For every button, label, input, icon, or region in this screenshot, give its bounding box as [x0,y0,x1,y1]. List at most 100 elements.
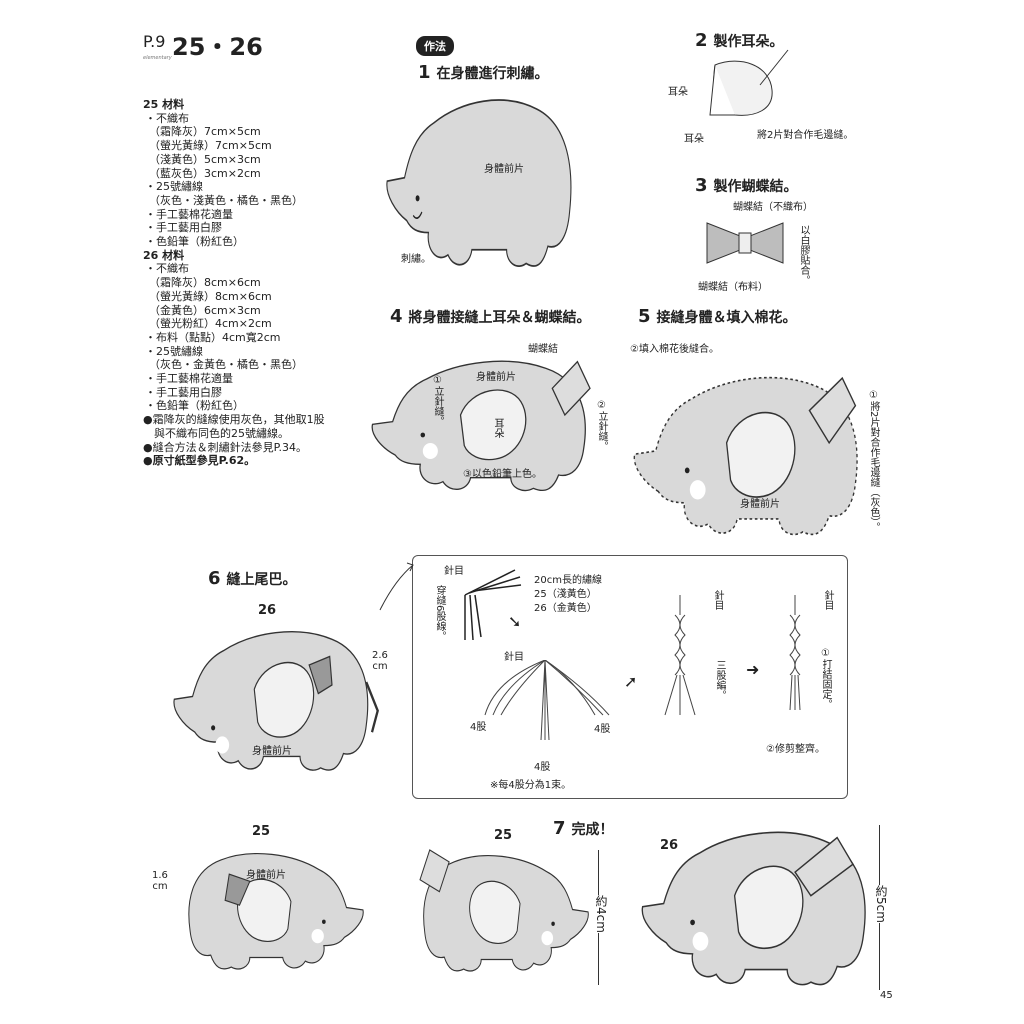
tail-length-value: 2.6 [372,650,388,661]
materials-25-title: 25 材料 [143,98,185,111]
step-text: 縫上尾巴。 [226,572,297,588]
bow-fabric-label: 蝴蝶結（布料） [698,282,768,293]
step-number: 4 [390,306,403,327]
note-line: ●縫合方法＆刺繡針法參見P.34。 [143,440,308,454]
material-line: ・色鉛筆（粉紅色） [145,399,244,413]
needle-label: 針目 [822,590,833,610]
step-number: 5 [638,306,651,327]
four-strands-bottom: 4股 [534,762,551,773]
material-line: ・25號繡線 [145,180,203,194]
stitch-note-1: ①立針縫。 [432,375,443,426]
body-label: 身體前片 [252,746,292,757]
six-strand-note: 穿縫6股線。 [434,585,445,642]
glue-note: 以白膠貼合。 [798,225,809,285]
step-text: 完成！ [571,822,614,838]
step-text: 製作蝴蝶結。 [713,179,798,195]
trim-note: ②修剪整齊。 [766,744,825,755]
material-line: ・手工藝用白膠 [145,221,222,235]
size-5cm: 約5cm [873,885,890,923]
note-line: ●霜降灰的縫線使用灰色，其他取1股 [143,413,325,427]
page-ref: P.9 [143,32,166,51]
thread-length: 20cm長的繡線 [534,575,602,586]
page-title: 25・26 [172,33,263,61]
tail-length-unit: cm [152,881,168,892]
body-label: 身體前片 [246,870,286,881]
material-line: ・手工藝用白膠 [145,385,222,399]
label-25-b: 25 [494,828,513,843]
blanket-stitch-note: 將2片對合作毛邊縫。 [757,130,854,141]
ear-label: 耳朵 [492,418,503,438]
ear-diagram [709,49,789,116]
arrow-icon [379,562,414,611]
material-line: （霜降灰）8cm×6cm [149,276,261,290]
label-26: 26 [660,838,679,853]
page-number: 45 [880,990,893,1001]
embroidery-label: 刺繡。 [401,254,431,265]
bundle-note: ※每4股分為1束。 [490,780,572,791]
thread-bundle [464,569,522,641]
sew-note: ①將2片對合作毛邊縫（灰色）。 [868,390,879,533]
split-strands [484,660,610,741]
step-number: 3 [695,175,708,196]
elephant-26-finished [641,831,866,986]
body-label: 身體前片 [476,372,516,383]
pattern-note: ●原寸紙型參見P.62。 [143,454,256,468]
step-number: 1 [418,62,431,83]
arrow-right-icon: ➜ [746,660,760,679]
step-number: 2 [695,30,708,51]
bow-felt-label: 蝴蝶結（不織布） [733,202,813,213]
material-line: （灰色・金黃色・橘色・黑色） [149,358,303,372]
size-4cm: 約4cm [593,895,610,933]
material-line: ・手工藝棉花適量 [145,207,233,221]
note-line: 與不織布同色的25號繡線。 [154,426,289,440]
step-number: 7 [553,818,566,839]
material-line: ・25號繡線 [145,344,203,358]
elephant-step4 [371,360,591,492]
elephant-25-left [188,853,364,970]
elephant-body-step1 [386,99,572,267]
elephant-25-finished [419,849,589,972]
knotted-braid-diagram [789,595,801,711]
step-6-title: 6 縫上尾巴。 [208,568,297,589]
material-line: （藍灰色）3cm×2cm [149,166,261,180]
elephant-step6 [173,631,379,771]
knot-note: ①打結固定。 [820,648,831,709]
step-text: 接縫身體＆填入棉花。 [656,310,797,326]
material-line: ・色鉛筆（粉紅色） [145,235,244,249]
step-number: 6 [208,568,221,589]
material-line: ・布料（點點）4cm寬2cm [145,330,281,344]
tail-length-unit: cm [372,661,388,672]
braid-diagram [664,595,696,716]
needle-label: 針目 [712,590,723,610]
material-line: （灰色・淺黃色・橘色・黑色） [149,193,303,207]
color-26: 26（金黃色） [534,603,597,614]
label-25-a: 25 [252,824,271,839]
ear-label-1: 耳朵 [668,87,688,98]
material-line: ・不織布 [145,262,189,276]
subtitle: elementary [143,55,172,61]
label-26: 26 [258,603,277,618]
stitch-note-2: ②立針縫。 [596,400,607,451]
step-7-title: 7 完成！ [553,818,614,839]
material-line: （螢光黃綠）7cm×5cm [149,139,272,153]
needle-label: 針目 [444,566,464,577]
material-line: （螢光黃綠）8cm×6cm [149,289,272,303]
arrow-icon: ➚ [624,672,638,691]
bow-label: 蝴蝶結 [528,344,558,355]
materials-26-title: 26 材料 [143,248,185,262]
step-5-title: 5 接縫身體＆填入棉花。 [638,306,797,327]
material-line: ・不織布 [145,111,189,125]
step-text: 製作耳朵。 [713,34,784,50]
step-2-title: 2 製作耳朵。 [695,30,784,51]
method-badge: 作法 [416,36,454,56]
ear-label-2: 耳朵 [684,134,704,145]
bow-diagram [706,222,784,264]
tail-instructions-box [412,555,848,799]
body-label: 身體前片 [740,499,780,510]
material-line: ・手工藝棉花適量 [145,372,233,386]
tail-length-value: 1.6 [152,870,168,881]
